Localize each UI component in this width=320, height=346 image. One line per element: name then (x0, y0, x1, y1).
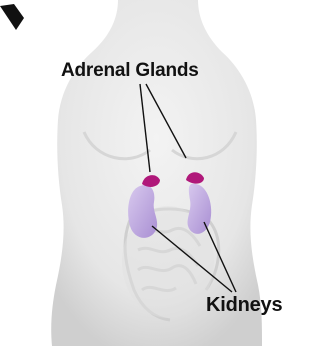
kidney-left (128, 185, 157, 238)
corner-mark (0, 4, 24, 30)
adrenal-glands-label: Adrenal Glands (61, 60, 199, 82)
kidneys-label: Kidneys (206, 294, 282, 317)
